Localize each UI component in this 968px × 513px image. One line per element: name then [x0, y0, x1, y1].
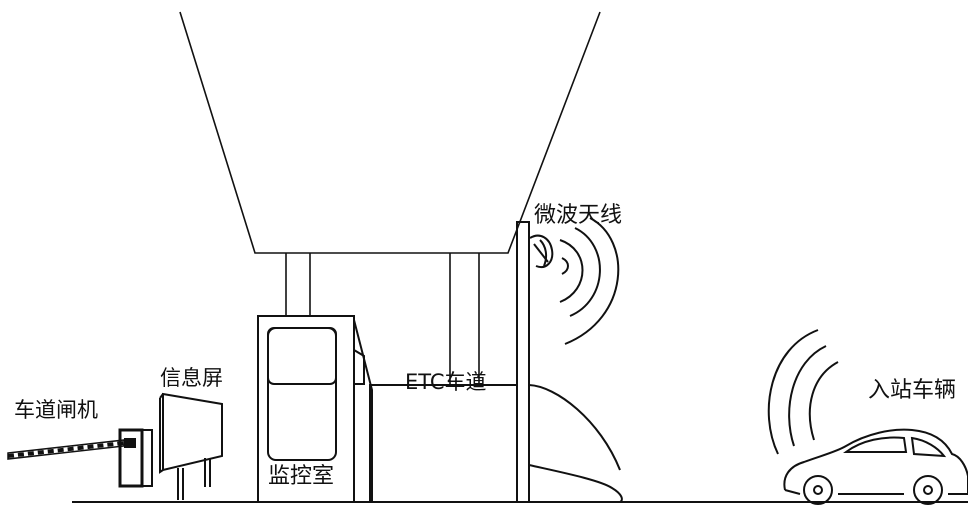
info-screen [159, 392, 223, 500]
info-screen-label: 信息屏 [160, 366, 223, 390]
antenna-pole [516, 221, 530, 503]
barrier-gate [7, 428, 153, 488]
etc-lane-label: ETC车道 [405, 370, 487, 394]
toll-canopy [179, 11, 601, 254]
car-signal-waves-icon [767, 329, 839, 455]
incoming-vehicle-label: 入站车辆 [868, 378, 957, 403]
barrier-gate-label: 车道闸机 [14, 398, 98, 422]
monitor-room [257, 315, 373, 503]
car-icon [783, 428, 968, 505]
antenna-signal-waves-icon [559, 217, 620, 345]
antenna-icon [529, 234, 554, 268]
monitor-room-label: 监控室 [268, 464, 335, 489]
lane-island [369, 384, 623, 503]
antenna-label: 微波天线 [534, 203, 623, 228]
canopy-pillars [285, 253, 480, 385]
